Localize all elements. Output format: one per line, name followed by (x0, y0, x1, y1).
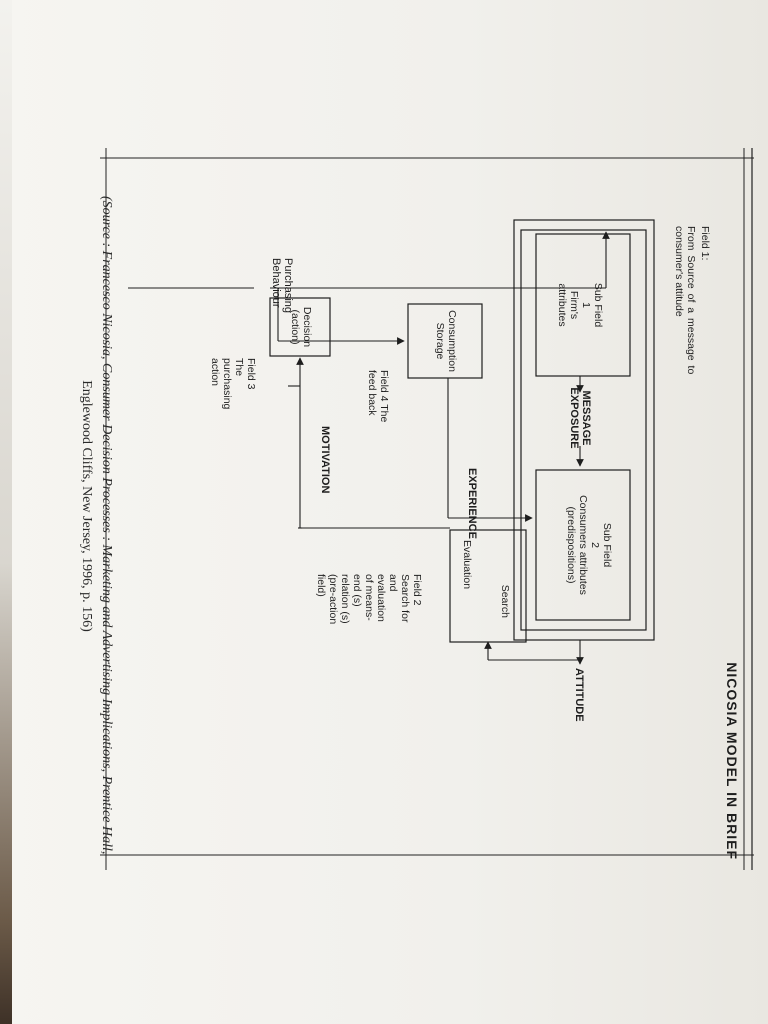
field1-desc-line2: consumer's attitude (673, 226, 685, 317)
field2-line: field) (315, 574, 327, 597)
message-exposure-line1: MESSAGE (580, 390, 592, 445)
scan-edge (0, 0, 12, 1024)
subfield1-line3: Firm's (568, 291, 580, 319)
purchasing-line2: Behaviour (270, 258, 282, 308)
subfield1-box (535, 233, 631, 377)
subfield1-line4: attributes (556, 283, 568, 326)
field2-line: Field 2 (411, 574, 423, 606)
subfield1-line1: Sub Field (592, 283, 604, 328)
attitude-label: ATTITUDE (573, 668, 585, 722)
consumption-line1: Consumption (446, 310, 458, 372)
rotated-content: NICOSIA MODEL IN BRIEF Field 1: From Sou… (100, 148, 754, 870)
field2-line: of means- (363, 574, 375, 621)
field1-outer-box (513, 219, 655, 641)
field4-line2: feed back (366, 370, 378, 416)
search-evaluation-box (449, 529, 527, 643)
subfield1-line2: 1 (580, 302, 592, 308)
source-line1: (Source : Francesco Nicosia, Consumer De… (99, 196, 114, 855)
field2-line: relation (s) (339, 574, 351, 624)
field3-line: action (209, 358, 221, 386)
subfield2-line2: 2 (589, 542, 601, 548)
field2-line: and (387, 574, 399, 592)
decision-line2: (action) (289, 309, 301, 344)
field2-line: (pre-action (327, 574, 339, 624)
diagram-title: NICOSIA MODEL IN BRIEF (724, 662, 740, 860)
source-line2: Englewood Cliffs, New Jersey, 1996, p. 1… (79, 380, 94, 632)
field2-description: Field 2 Search for and evaluation of mea… (315, 574, 423, 624)
purchasing-line1: Purchasing (282, 258, 294, 313)
field2-line: Search for (399, 574, 411, 623)
field3-line: purchasing (221, 358, 233, 410)
field1-desc-line1: From Source of a message to (685, 226, 697, 374)
decision-line1: Decision (301, 307, 313, 347)
field2-line: end (s) (351, 574, 363, 607)
subfield2-line3: Consumers attributes (577, 495, 589, 595)
consumption-line2: Storage (434, 323, 446, 360)
field4-line1: Field 4 The (378, 370, 390, 422)
field1-label: Field 1: (699, 226, 711, 260)
subfield2-line1: Sub Field (601, 523, 613, 568)
decision-box (269, 297, 331, 357)
experience-label: EXPERIENCE (466, 468, 478, 539)
consumption-storage-box (407, 303, 483, 379)
field3-line: Field 3 (245, 358, 257, 390)
evaluation-label: Evaluation (461, 540, 473, 589)
subfield2-box (535, 469, 631, 621)
nicosia-model-diagram: NICOSIA MODEL IN BRIEF Field 1: From Sou… (100, 148, 754, 870)
motivation-label: MOTIVATION (319, 426, 331, 493)
field2-line: evaluation (375, 574, 387, 622)
search-label: Search (499, 585, 511, 618)
field1-inner-box (520, 229, 647, 631)
field3-line: The (233, 358, 245, 376)
message-exposure-line2: EXPOSURE (568, 387, 580, 448)
subfield2-line4: (predispositions) (565, 506, 577, 583)
